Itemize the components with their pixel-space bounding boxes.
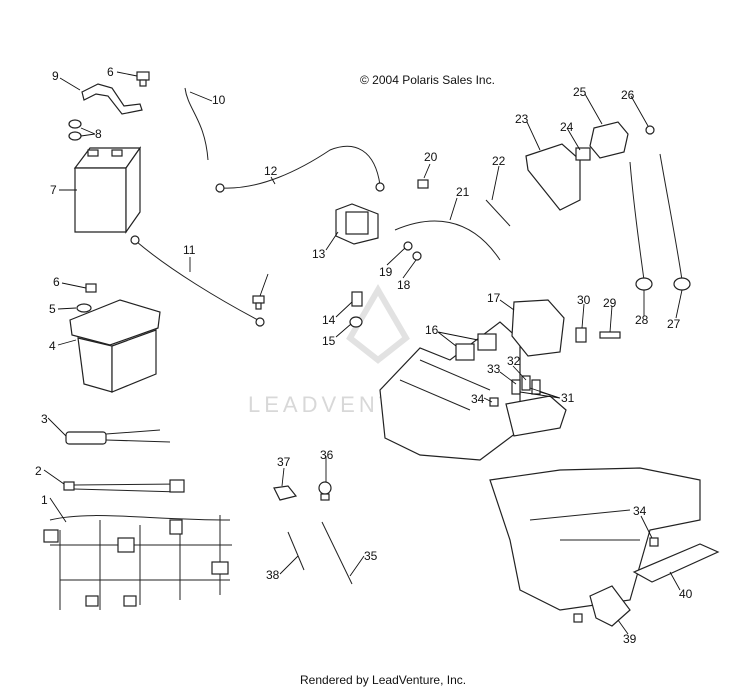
callout-13: 13	[312, 247, 326, 261]
part-plug-wire-28	[629, 161, 645, 281]
part-plate-40	[632, 543, 720, 583]
callout-24: 24	[560, 120, 574, 134]
part-connector-14	[351, 291, 363, 307]
callout-6-left: 6	[53, 275, 60, 289]
part-nut-34a	[489, 397, 499, 407]
part-fuse-b	[521, 375, 531, 391]
callout-33: 33	[487, 362, 501, 376]
part-cable-lower	[136, 241, 259, 321]
callout-10: 10	[212, 93, 226, 107]
callout-3: 3	[41, 412, 48, 426]
part-battery-box	[69, 299, 161, 393]
part-grommet-15	[349, 316, 363, 328]
callout-6-top: 6	[107, 65, 114, 79]
part-fuse-block	[505, 395, 567, 437]
callout-12: 12	[264, 164, 278, 178]
callout-38: 38	[266, 568, 280, 582]
part-relay-b	[477, 333, 497, 351]
callout-37: 37	[277, 455, 291, 469]
callout-35: 35	[364, 549, 378, 563]
callout-17: 17	[487, 291, 501, 305]
part-nuts	[68, 119, 82, 141]
part-cover-39	[589, 585, 631, 627]
callout-20: 20	[424, 150, 438, 164]
part-nut-34b	[649, 537, 659, 547]
callout-2: 2	[35, 464, 42, 478]
callout-27: 27	[667, 317, 681, 331]
part-screw-20	[417, 179, 429, 189]
callout-25: 25	[573, 85, 587, 99]
part-screw-39	[573, 613, 583, 623]
part-coil-25	[589, 121, 629, 159]
callout-11: 11	[183, 243, 196, 257]
part-bolt-29	[599, 331, 621, 339]
callout-labels: 1 2 3 4 5 6 6 7 8 9 10 11 12 13 14 15 16…	[35, 65, 693, 646]
rendered-by-text: Rendered by LeadVenture, Inc.	[300, 673, 466, 687]
callout-8: 8	[95, 127, 102, 141]
part-grommet-30	[575, 327, 587, 343]
callout-23: 23	[515, 112, 529, 126]
callout-31: 31	[561, 391, 575, 405]
callout-18: 18	[397, 278, 411, 292]
callout-9: 9	[52, 69, 59, 83]
callout-39: 39	[623, 632, 637, 646]
part-bolt-mid	[252, 295, 265, 310]
part-harness-2	[63, 479, 185, 493]
part-cdi	[511, 299, 565, 357]
part-tie-35	[321, 521, 353, 585]
callout-36: 36	[320, 448, 334, 462]
part-tie-38	[287, 531, 305, 571]
callout-32: 32	[507, 354, 521, 368]
part-cable-21	[394, 220, 501, 261]
callout-4: 4	[49, 339, 56, 353]
part-cable-upper	[221, 145, 381, 189]
callout-14: 14	[322, 313, 336, 327]
callout-28: 28	[635, 313, 649, 327]
part-bolt-top	[136, 71, 150, 87]
part-nut-26	[645, 125, 655, 135]
part-plug-wire-27	[659, 153, 683, 281]
copyright-text: © 2004 Polaris Sales Inc.	[360, 73, 495, 87]
part-harness-3	[65, 429, 171, 445]
callout-15: 15	[322, 334, 336, 348]
part-relay-a	[455, 343, 475, 361]
callout-29: 29	[603, 296, 617, 310]
part-fuse-a	[511, 379, 521, 395]
part-nut-18	[412, 251, 422, 261]
part-fuse-c	[531, 379, 541, 395]
callout-21: 21	[456, 185, 470, 199]
part-main-harness	[43, 515, 232, 610]
callout-7: 7	[50, 183, 57, 197]
callout-34-frame: 34	[471, 392, 485, 406]
part-battery	[73, 146, 142, 234]
callout-30: 30	[577, 293, 591, 307]
callout-19: 19	[379, 265, 393, 279]
part-clip-36	[318, 481, 332, 501]
callout-5: 5	[49, 302, 56, 316]
part-frame	[379, 321, 701, 611]
part-nut-19	[403, 241, 413, 251]
callout-26: 26	[621, 88, 635, 102]
callout-34-plate: 34	[633, 504, 647, 518]
part-bracket-23	[525, 143, 581, 211]
part-clip-37	[273, 485, 298, 501]
part-washer	[76, 303, 92, 313]
part-solenoid	[335, 203, 379, 245]
callout-22: 22	[492, 154, 506, 168]
part-bolt-22	[485, 199, 511, 227]
part-spacer-24	[575, 147, 591, 161]
leader-lines	[43, 71, 683, 635]
callout-40: 40	[679, 587, 693, 601]
part-battery-bracket	[81, 83, 143, 115]
callout-16: 16	[425, 323, 439, 337]
callout-1: 1	[41, 493, 48, 507]
part-bolt-left	[85, 283, 97, 293]
part-vent-tube	[184, 87, 209, 161]
